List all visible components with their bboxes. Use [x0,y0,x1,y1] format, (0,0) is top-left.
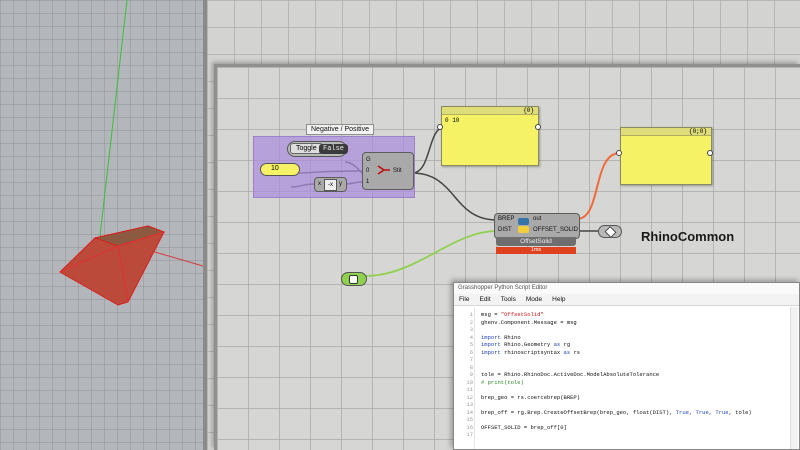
line-number: 16 [466,423,473,431]
number-value: 10 [271,165,279,172]
code-text-area[interactable]: msg = "OffsetSolid"ghenv.Component.Messa… [481,311,752,439]
negate-input: x [318,181,321,187]
python-output-offset: OFFSET_SOLID [533,227,579,233]
code-line: brep_off = rg.Brep.CreateOffsetBrep(brep… [481,408,752,416]
python-icon [518,218,529,233]
line-number: 13 [466,401,473,408]
code-line [481,356,752,364]
line-number: 11 [466,386,473,393]
menu-mode[interactable]: Mode [525,296,543,303]
python-input-dist: DIST [498,227,512,233]
y-axis-line [99,0,128,237]
editor-title: Grasshopper Python Script Editor [454,283,799,294]
panel-dist[interactable]: {0} 0 10 [441,106,539,166]
panel-dist-input[interactable] [437,124,443,130]
line-number: 12 [466,393,473,401]
code-line [481,401,752,409]
line-number: 6 [469,348,473,356]
python-script-editor[interactable]: Grasshopper Python Script Editor File Ed… [453,282,800,450]
line-number: 8 [469,363,473,371]
geometry-param-icon [604,225,617,239]
rhino-viewport[interactable] [0,0,203,450]
python-input-brep: BREP [498,216,515,222]
line-number: 5 [469,341,473,348]
negate-icon: -x [324,179,337,191]
filter-input-gate: G [366,157,371,163]
editor-menubar: File Edit Tools Mode Help [454,294,799,306]
code-line: msg = "OffsetSolid" [481,311,544,318]
line-number: 14 [466,408,473,416]
negate-output: y [339,181,342,187]
toggle-value: False [319,144,349,154]
line-number: 9 [469,371,473,378]
code-line: # print(tole) [481,378,524,386]
python-message: OffsetSolid [496,237,576,246]
code-line: brep_geo = rs.coercebrep(BREP) [481,393,581,401]
menu-edit[interactable]: Edit [479,296,491,303]
panel-offset-result[interactable]: {0;0} [620,127,712,185]
line-number: 7 [469,356,473,363]
line-number: 1 [469,311,473,318]
filter-output: Stit [393,168,402,174]
code-line [481,326,752,334]
geometry-param[interactable] [598,225,622,239]
line-number: 10 [466,378,473,386]
code-line [481,386,752,394]
code-line: import Rhino.Geometry as rg [481,341,571,348]
panel-offset-header: {0;0} [621,128,711,136]
panel-dist-content: 0 10 [445,117,460,124]
toggle-button[interactable]: Toggle [290,143,323,154]
brep-param-icon [349,275,358,284]
stream-filter-component[interactable]: G 0 1 Stit [362,152,414,190]
panel-dist-output[interactable] [535,124,541,130]
negative-component[interactable]: x -x y [314,177,347,192]
viewport-splitter[interactable] [203,0,207,450]
menu-help[interactable]: Help [552,296,566,303]
line-number: 2 [469,318,473,326]
code-line: tole = Rhino.RhinoDoc.ActiveDoc.ModelAbs… [481,371,660,378]
code-line [481,431,752,439]
python-component[interactable]: BREP DIST out OFFSET_SOLID [494,213,580,239]
editor-scrollbar[interactable] [790,307,798,449]
python-timer: 1ms [496,247,576,254]
filter-input-0: 0 [366,168,370,174]
line-number: 15 [466,416,473,423]
group-tooltip: Negative / Positive [306,124,374,135]
boolean-toggle[interactable]: Toggle False [287,141,349,157]
code-line: OFFSET_SOLID = brep_off[0] [481,423,567,431]
python-output-out: out [533,216,542,222]
line-number: 17 [466,431,473,438]
menu-tools[interactable]: Tools [500,296,516,303]
code-line: import rhinoscriptsyntax as rs [481,348,581,356]
panel-dist-header: {0} [442,107,538,115]
filter-icon [377,165,390,175]
number-param[interactable]: 10 [260,163,300,176]
panel-offset-output[interactable] [707,150,713,156]
viewport-geometry [59,0,203,306]
code-line [481,416,752,424]
rhinocommon-label: RhinoCommon [641,229,735,244]
menu-file[interactable]: File [459,296,470,303]
panel-offset-input[interactable] [616,150,622,156]
code-line [481,364,752,372]
filter-input-1: 1 [366,179,370,185]
code-line: ghenv.Component.Message = msg [481,318,577,326]
line-number: 4 [469,333,473,341]
line-number: 3 [469,326,473,333]
code-line: import Rhino [481,333,521,341]
brep-param[interactable] [341,272,367,286]
